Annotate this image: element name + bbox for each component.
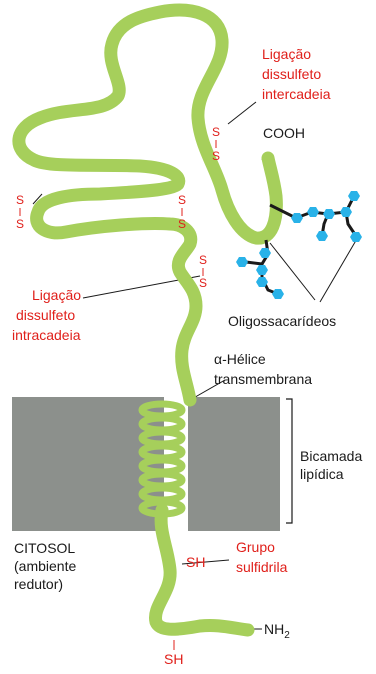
nh2-label: NH2 (264, 621, 290, 641)
transmembrane-helix (138, 400, 186, 518)
sugar-hexagon (350, 232, 362, 242)
bilayer-label-2: lipídica (300, 466, 344, 482)
membrane-block-right (188, 397, 280, 531)
helix-label-1: α-Hélice (214, 351, 266, 367)
bilayer-bracket (286, 398, 293, 524)
sulfhydryl-label-1: Grupo (236, 539, 275, 555)
helix-coil (138, 498, 186, 518)
sugar-hexagon (348, 191, 360, 201)
s-atom: S (16, 217, 24, 231)
sugar-hexagon (259, 248, 271, 258)
intra-disulfide-label-2: dissulfeto (16, 307, 75, 323)
sugar-hexagon (291, 213, 303, 223)
oligosaccharides-label: Oligossacarídeos (228, 313, 336, 329)
intra-disulfide-label-3: intracadeia (12, 327, 81, 343)
sh-group-label: SH (186, 554, 205, 570)
cytosol-label-3: redutor) (14, 576, 63, 592)
polypeptide-chain-lower (149, 503, 255, 637)
s-atom: S (212, 149, 220, 163)
bilayer-label-1: Bicamada (300, 448, 362, 464)
inter-disulfide-label-3: intercadeia (262, 86, 331, 102)
sugar-hexagon (272, 289, 284, 299)
cytosol-label-1: CITOSOL (14, 540, 75, 556)
s-atom: S (199, 253, 207, 267)
s-atom: S (212, 125, 220, 139)
inter-disulfide-label-1: Ligação (262, 46, 311, 62)
sugar-hexagon (307, 207, 319, 217)
inter-disulfide-label-2: dissulfeto (262, 66, 321, 82)
inter-disulfide-leader (227, 101, 257, 125)
helix-label-2: transmembrana (214, 371, 312, 387)
s-atom: S (178, 193, 186, 207)
disulfide-bonds: S S S S S S S S (16, 125, 220, 290)
sugar-hexagon (256, 265, 268, 275)
sugar-hexagon (316, 231, 328, 241)
nh2-subscript: 2 (284, 630, 290, 641)
sulfhydryl-label-2: sulfidrila (236, 559, 288, 575)
oligo-leader-left (269, 242, 316, 301)
leader-lines (32, 101, 359, 630)
sugar-hexagon (256, 277, 268, 287)
cooh-label: COOH (263, 125, 305, 141)
s-atom: S (178, 217, 186, 231)
intra-s-link-left-2 (32, 193, 43, 205)
intra-disulfide-label-1: Ligação (32, 287, 81, 303)
sugar-hexagon (236, 257, 248, 267)
oligosaccharide-lower (236, 239, 284, 299)
cytosol-label-2: (ambiente (14, 558, 76, 574)
nh2-base: NH (264, 621, 284, 637)
s-atom: S (199, 276, 207, 290)
sugar-hexagon (340, 207, 352, 217)
polypeptide-chain-upper (12, 3, 283, 407)
sulfhydryl-leader (181, 559, 230, 565)
s-atom: S (16, 193, 24, 207)
oligosaccharide-upper (269, 191, 362, 242)
sugar-hexagon (323, 209, 335, 219)
oligo-leader-right (319, 236, 359, 303)
sh-bottom-label: SH (164, 651, 183, 667)
